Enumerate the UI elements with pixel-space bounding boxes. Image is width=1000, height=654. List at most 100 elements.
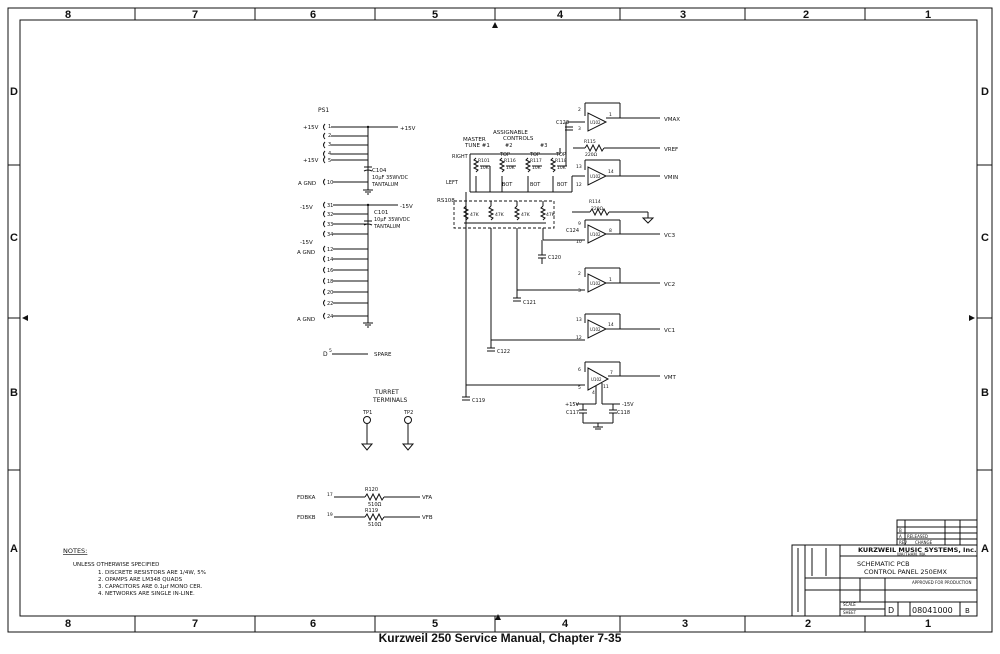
- note-4: 4. NETWORKS ARE SINGLE IN-LINE.: [98, 591, 195, 597]
- pot-r116-label: R116: [504, 158, 516, 164]
- zone-col-7-bottom: 7: [192, 618, 198, 630]
- pin-20: 20: [327, 290, 333, 296]
- top-label-2: TOP: [529, 152, 540, 158]
- r120-label: R120: [365, 487, 378, 493]
- supply-neg-label: -15V: [622, 402, 634, 408]
- center-mark-top: [492, 22, 498, 28]
- tp1-label: TP1: [362, 410, 372, 416]
- opamp-d-ref: U102: [590, 281, 601, 286]
- c117-label: C117: [566, 410, 579, 416]
- zone-col-1-bottom: 1: [925, 618, 931, 630]
- opamp-e-ref: U102: [590, 327, 601, 332]
- right-label: RIGHT: [452, 154, 469, 160]
- pin-34: 34: [327, 232, 333, 238]
- r114-line: R114 220Ω: [572, 199, 655, 224]
- rs108-val-3: 47K: [521, 212, 531, 218]
- vfb-label: VFB: [422, 515, 433, 521]
- opamp-f-ref: U102: [591, 377, 602, 382]
- pin-3: 3: [328, 142, 331, 148]
- released-label: RELEASED: [907, 534, 928, 539]
- feedback-resistors: FDBKA 17 R120 510Ω VFA FDBKB 19 R119 510…: [297, 487, 433, 528]
- tp2-label: TP2: [403, 410, 413, 416]
- pin-4: 4: [328, 151, 331, 157]
- pin-22: 22: [327, 301, 333, 307]
- pin-33: 33: [327, 222, 333, 228]
- opamp-a-ref: U102: [590, 120, 601, 125]
- opamp-b-ref: U102: [590, 174, 601, 179]
- pot-r101-value: 10K: [480, 165, 490, 171]
- pin-2: 2: [328, 133, 331, 139]
- r115-value: 220Ω: [585, 152, 598, 158]
- center-mark-bottom: [495, 614, 501, 620]
- pin-17: 17: [327, 492, 333, 498]
- c120-label: C120: [548, 255, 561, 261]
- minus15-label-a: -15V: [300, 205, 313, 211]
- page-caption: Kurzweil 250 Service Manual, Chapter 7-3…: [378, 631, 622, 645]
- note-3: 3. CAPACITORS ARE 0.1µf MONO CER.: [98, 584, 202, 590]
- c104-value: 10µF 35WVDC: [372, 175, 409, 181]
- pin-31: 31: [327, 203, 333, 209]
- fdbkb-label: FDBKB: [297, 515, 316, 521]
- c124-label: C124: [566, 228, 579, 234]
- bypass-capacitors: C120 C121 C122 C119 C124 C123: [462, 120, 579, 404]
- rs108-network: RS108 47K 47K 47K 47K: [437, 198, 556, 229]
- r114-label: R114: [589, 199, 601, 205]
- opamp-c-pin9: 9: [578, 221, 581, 227]
- ps1-label: PS1: [318, 107, 329, 114]
- zone-col-7-top: 7: [192, 9, 198, 21]
- size-value: D: [888, 606, 894, 615]
- zone-col-1-top: 1: [925, 9, 931, 21]
- pin-24: 24: [327, 314, 333, 320]
- opamp-c-ref: U102: [590, 232, 601, 237]
- bottom-zone-scale: 8 7 6 5 4 3 2 1: [65, 614, 931, 632]
- opamp-e-pin12: 12: [576, 335, 582, 341]
- bot-label-2: BOT: [530, 182, 541, 188]
- pin-18: 18: [327, 279, 333, 285]
- vc1-label: VC1: [664, 328, 675, 334]
- supply-pos-label: +15V: [565, 402, 580, 408]
- r119-label: R119: [365, 508, 378, 514]
- plus15-label-a: +15V: [303, 125, 319, 131]
- opamp-e-pin13: 13: [576, 317, 582, 323]
- vc3-label: VC3: [664, 233, 676, 239]
- zone-row-a-right: A: [981, 543, 989, 555]
- opamp-d-pin3: 3: [578, 288, 581, 294]
- zone-col-3-top: 3: [680, 9, 686, 21]
- zone-row-b-right: B: [981, 387, 989, 399]
- fdbka-label: FDBKA: [297, 495, 316, 501]
- note-2: 2. OPAMPS ARE LM348 QUADS: [98, 577, 183, 583]
- plus15-out-label: +15V: [400, 126, 416, 132]
- spare-pin-d: D: [323, 351, 328, 358]
- vmax-label: VMAX: [664, 117, 680, 123]
- zone-col-5-bottom: 5: [432, 618, 438, 630]
- minus15-label-b: -15V: [300, 240, 313, 246]
- bot-label-3: BOT: [557, 182, 568, 188]
- r120-value: 510Ω: [368, 502, 382, 508]
- opamp-u102e: U102 13 12 14 VC1: [576, 313, 675, 341]
- zone-row-a-left: A: [10, 543, 18, 555]
- outer-border: [7, 7, 993, 633]
- opamp-a-pin3: 3: [578, 126, 581, 132]
- opamp-f-pin4: 4: [592, 390, 595, 396]
- opamp-u102f: U102 6 5 7 VMT 4 11 +15V -15V C117 C118: [565, 361, 677, 430]
- zone-row-d-right: D: [981, 86, 989, 98]
- opamp-e-pin14: 14: [608, 322, 614, 328]
- zone-row-d-left: D: [10, 86, 18, 98]
- opamp-d-pin2: 2: [578, 271, 581, 277]
- pot-r101-label: R101: [478, 158, 490, 164]
- top-zone-scale: 8 7 6 5 4 3 2 1: [65, 8, 931, 28]
- control-num-2: #2: [505, 143, 512, 149]
- opamp-b-pin12: 12: [576, 182, 582, 188]
- opamp-c-pin10: 10: [576, 239, 582, 245]
- c118-label: C118: [617, 410, 630, 416]
- c104-label: C104: [372, 168, 387, 174]
- r119-value: 510Ω: [368, 522, 382, 528]
- pin-10: 10: [327, 180, 333, 186]
- c122-label: C122: [497, 349, 510, 355]
- opamp-d-pin1: 1: [609, 277, 612, 283]
- rev-a-row: A: [899, 534, 902, 539]
- note-1: 1. DISCRETE RESISTORS ARE 1/4W, 5%: [98, 570, 206, 576]
- change-header: CHANGE: [915, 540, 933, 545]
- ps1-connector: PS1 +15V 1 2 3 4 +15V 5 +15V C104 10µF 3…: [297, 107, 416, 358]
